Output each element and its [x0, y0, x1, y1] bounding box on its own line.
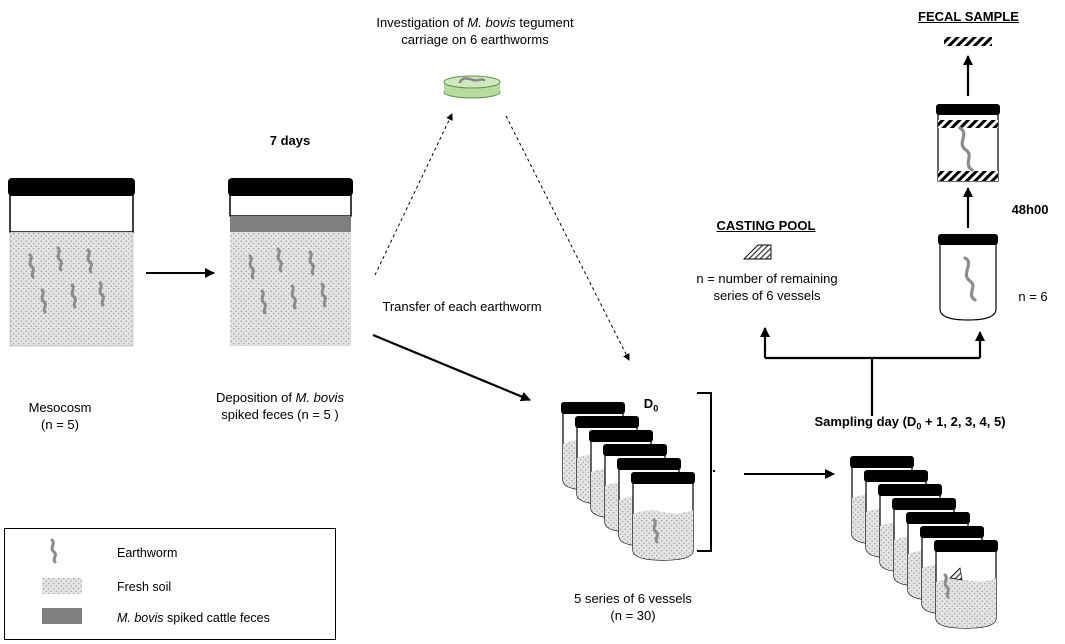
deposition-label: Deposition of M. bovis spiked feces (n =…	[180, 389, 380, 423]
sampling-day-sub: 0	[916, 421, 922, 432]
legend-earthworm-label: Earthworm	[117, 546, 178, 560]
petri-dish	[443, 75, 501, 99]
deposition-label-pre: Deposition of	[216, 390, 296, 405]
dashed-arrow-to-petri	[374, 113, 453, 276]
legend-soil-label: Fresh soil	[117, 580, 172, 594]
legend-feces-species: M. bovis	[117, 611, 164, 625]
dashed-arrow-to-vessels	[505, 115, 630, 361]
series-bracket	[697, 392, 712, 552]
casting-pool-icon	[742, 244, 772, 260]
legend-feces-post: spiked cattle feces	[163, 611, 270, 625]
duration-48h-label: 48h00	[1011, 202, 1049, 217]
mesocosm-container	[8, 178, 135, 347]
legend-feces-swatch	[42, 608, 82, 624]
fecal-sample-label: FECAL SAMPLE	[918, 9, 1019, 24]
mesocosm-label-line2: (n = 5)	[41, 417, 79, 432]
legend-soil-swatch	[42, 578, 82, 594]
d0-main: D	[643, 396, 654, 411]
branch-connector	[765, 356, 980, 416]
fecal-vessel	[936, 104, 1000, 182]
deposition-label-line2: spiked feces (n = 5 )	[221, 407, 339, 422]
sampling-day-label: Sampling day (D0 + 1, 2, 3, 4, 5)	[770, 413, 1050, 432]
d0-label: D0	[636, 395, 666, 414]
casting-pool-label: CASTING POOL	[716, 218, 816, 233]
deposition-species: M. bovis	[295, 390, 344, 405]
casting-pool-desc-line1: n = number of remaining	[696, 271, 838, 286]
mesocosm-label: Mesocosm (n = 5)	[10, 399, 110, 433]
d0-vessel-stack	[560, 401, 696, 561]
legend	[4, 528, 336, 640]
tegument-species: M. bovis	[467, 15, 516, 30]
casting-pool-desc: n = number of remaining series of 6 vess…	[662, 270, 872, 304]
transfer-arrow	[372, 333, 531, 402]
tegument-title: Investigation of M. bovis tegument carri…	[340, 14, 610, 48]
tegument-title-post: tegument	[515, 15, 574, 30]
series-label-line2: (n = 30)	[610, 608, 656, 623]
d0-sub: 0	[653, 403, 659, 414]
series-label: 5 series of 6 vessels (n = 30)	[538, 590, 728, 624]
n6-label: n = 6	[1018, 289, 1048, 304]
seven-days-label: 7 days	[269, 133, 311, 148]
series-label-line1: 5 series of 6 vessels	[574, 591, 692, 606]
casting-pool-desc-line2: series of 6 vessels	[713, 288, 821, 303]
fecal-sample-icon	[944, 37, 992, 46]
transfer-label: Transfer of each earthworm	[382, 299, 542, 314]
tegument-title-line2: carriage on 6 earthworms	[401, 32, 549, 47]
legend-feces-label: M. bovis spiked cattle feces	[117, 610, 270, 626]
tegument-title-pre: Investigation of	[376, 15, 468, 30]
sampling-day-post: + 1, 2, 3, 4, 5)	[921, 414, 1006, 429]
sampling-vessel-stack	[849, 455, 999, 629]
single-vessel	[938, 234, 998, 321]
sampling-day-pre: Sampling day (D	[814, 414, 917, 429]
mesocosm-with-feces	[228, 178, 353, 346]
mesocosm-label-line1: Mesocosm	[28, 400, 92, 415]
